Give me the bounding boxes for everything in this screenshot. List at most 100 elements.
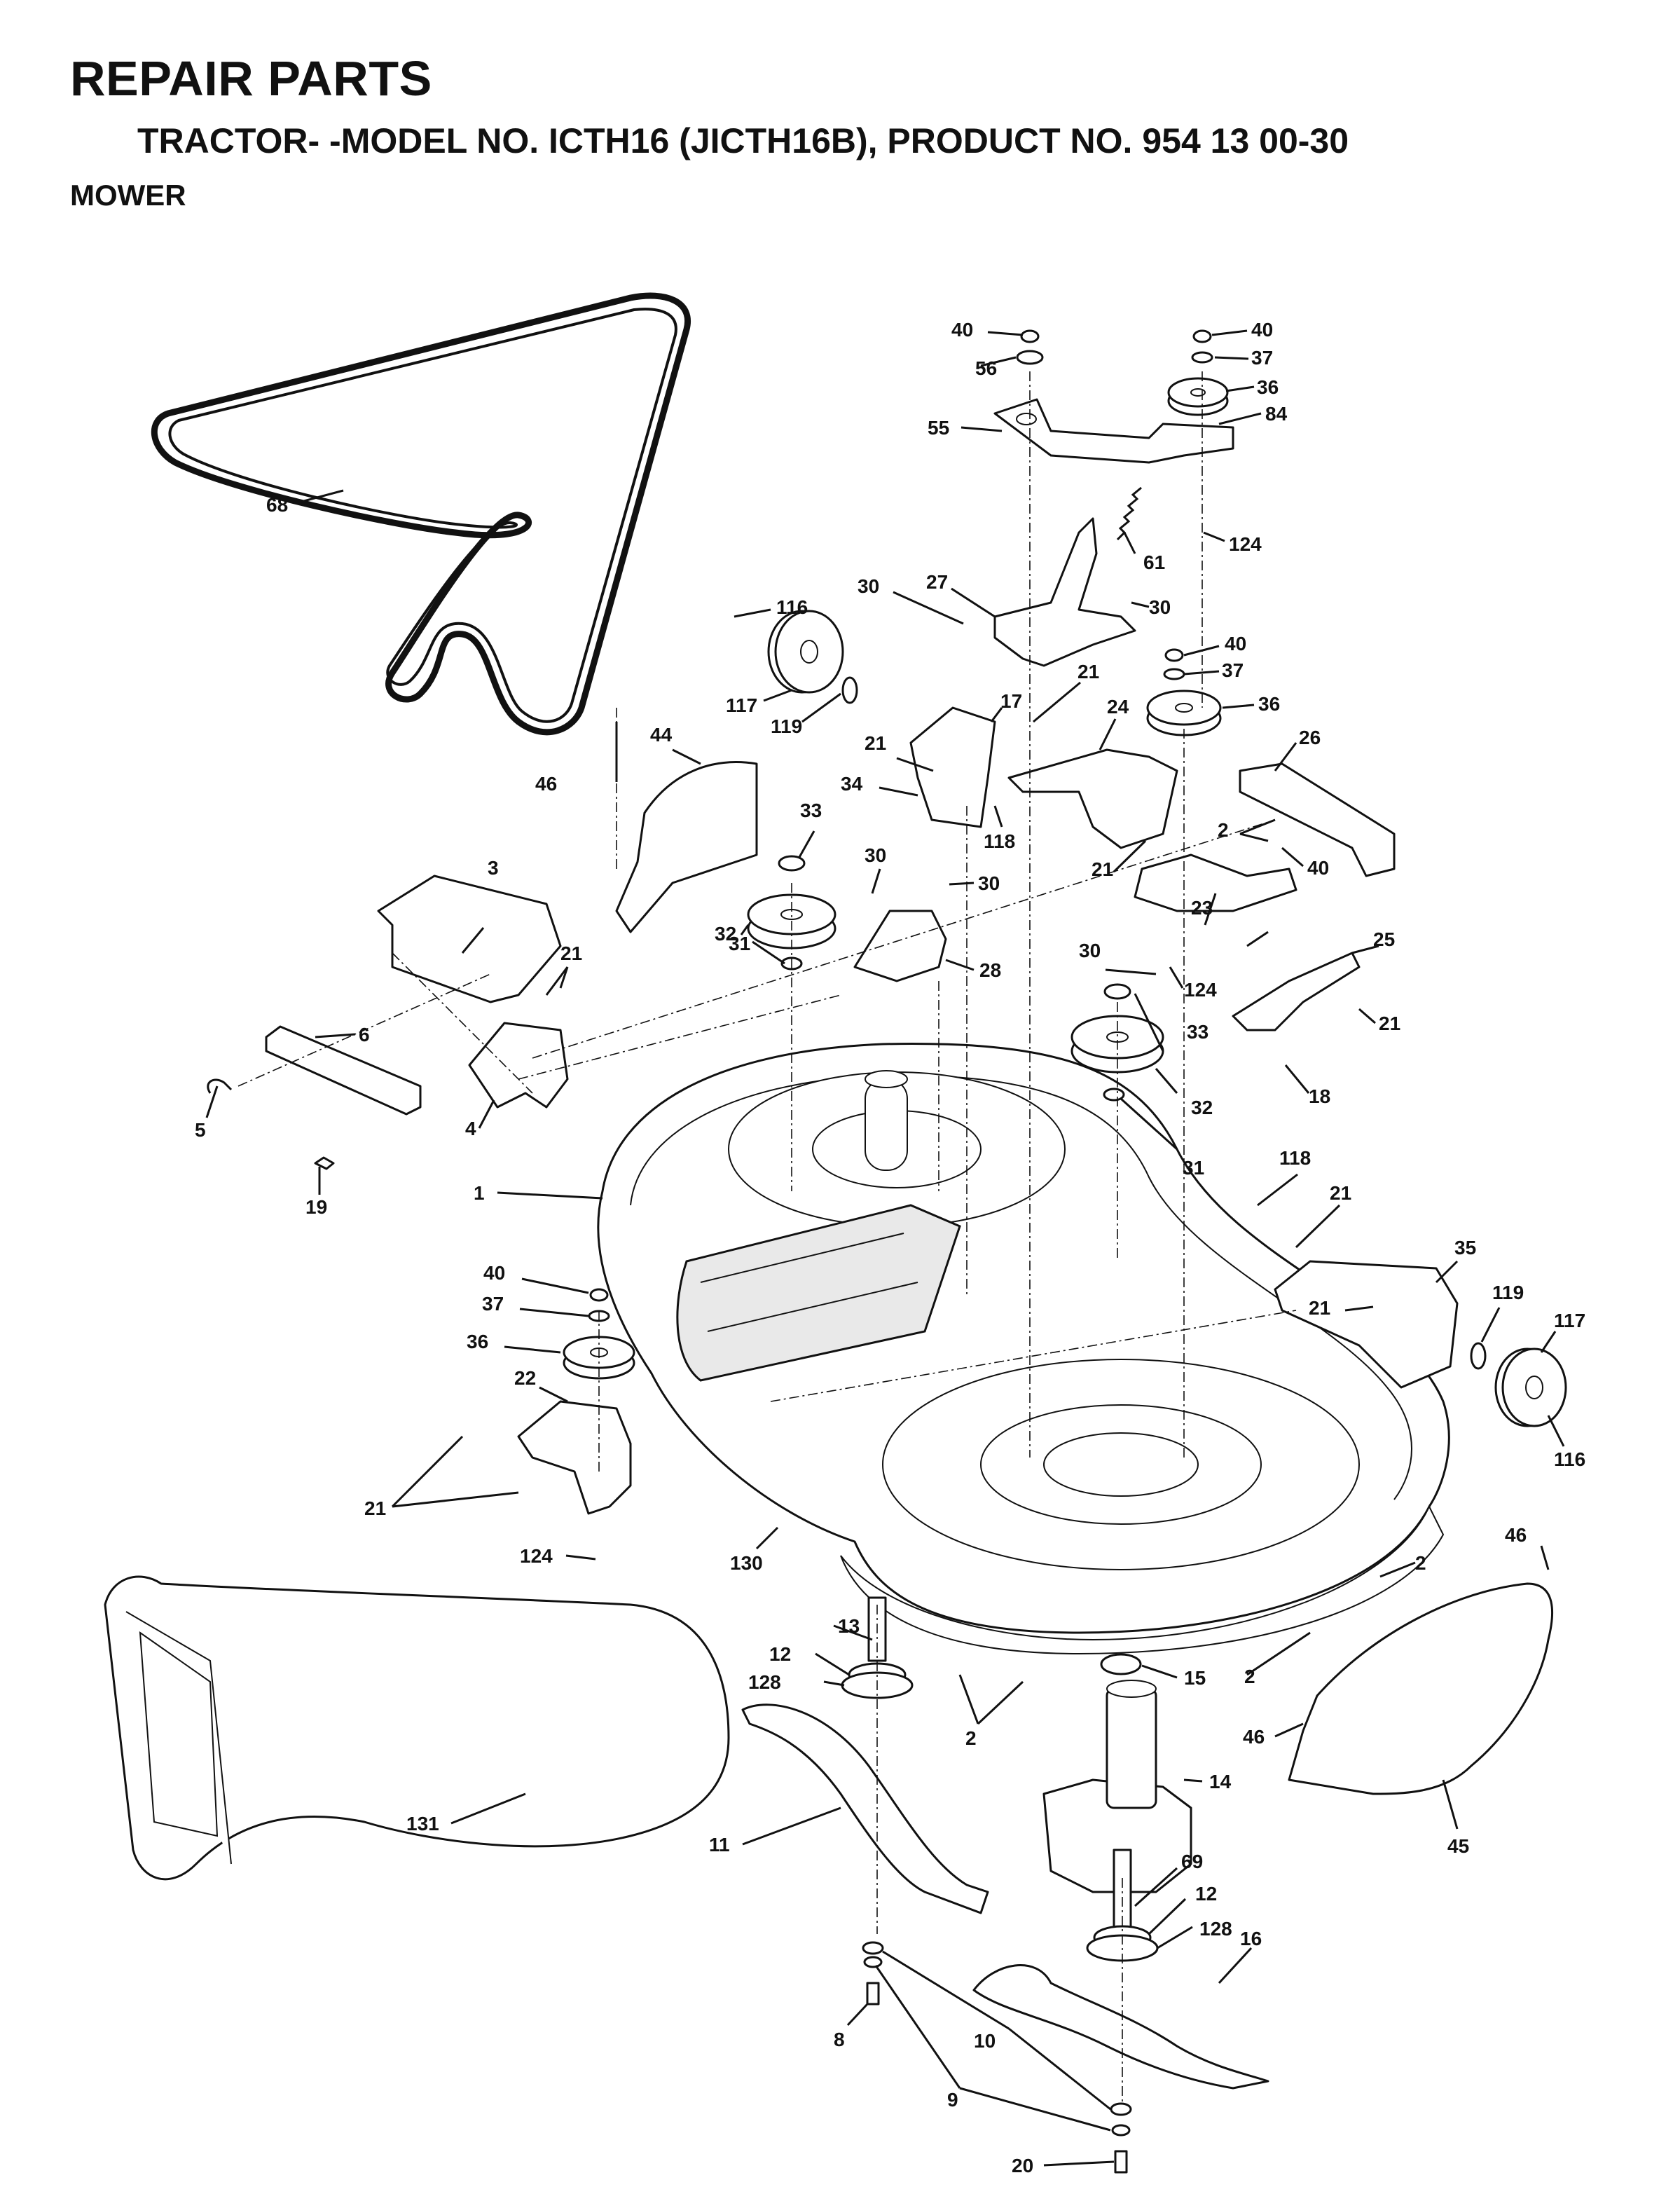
washer-119-upper	[841, 676, 858, 704]
callout-31: 31	[729, 933, 750, 954]
bearing-15	[1100, 1653, 1142, 1675]
callout-36: 36	[467, 1331, 488, 1352]
bracket-24	[1007, 748, 1178, 849]
callout-37: 37	[1251, 347, 1273, 369]
callout-21: 21	[560, 942, 582, 964]
callout-30: 30	[858, 575, 879, 597]
washer-9-right	[1111, 2124, 1131, 2137]
callout-2: 2	[1244, 1666, 1255, 1687]
callout-68: 68	[266, 494, 288, 516]
callout-84: 84	[1265, 403, 1288, 425]
callout-119: 119	[1492, 1282, 1524, 1303]
callout-35: 35	[1454, 1237, 1476, 1259]
pulley-36-mid	[1146, 690, 1222, 736]
mower-deck	[597, 1043, 1450, 1655]
callout-15: 15	[1184, 1667, 1206, 1689]
nut-40-top-left	[1020, 329, 1040, 343]
callout-40: 40	[1307, 857, 1329, 879]
spacer-31-right	[1103, 1088, 1125, 1102]
callout-27: 27	[926, 571, 948, 593]
plate-23	[1134, 853, 1297, 912]
callout-3: 3	[488, 857, 499, 879]
callout-124: 124	[1184, 979, 1217, 1001]
clip-5	[207, 1078, 233, 1094]
callout-10: 10	[974, 2030, 996, 2052]
callout-34: 34	[841, 773, 863, 795]
callout-46: 46	[535, 773, 557, 795]
washer-119-right	[1470, 1342, 1487, 1370]
rear-shield-45	[1288, 1582, 1554, 1795]
bracket-44	[615, 761, 758, 933]
discharge-chute-131	[104, 1575, 730, 1881]
nut-40-left	[589, 1288, 609, 1302]
callout-13: 13	[838, 1615, 860, 1637]
bracket-28	[853, 910, 947, 982]
callout-40: 40	[951, 319, 973, 341]
bolt-8	[866, 1982, 880, 2005]
callout-116: 116	[1554, 1448, 1585, 1470]
gauge-wheel-117-right	[1494, 1348, 1567, 1427]
callout-30: 30	[1149, 596, 1171, 618]
callout-37: 37	[482, 1293, 504, 1315]
callout-30: 30	[978, 872, 1000, 894]
callout-128: 128	[748, 1671, 781, 1693]
callout-45: 45	[1447, 1835, 1469, 1857]
callout-1: 1	[474, 1182, 485, 1204]
callout-12: 12	[769, 1643, 791, 1665]
callout-69: 69	[1181, 1851, 1203, 1872]
bracket-35	[1274, 1260, 1459, 1389]
callout-24: 24	[1107, 696, 1129, 718]
callout-31: 31	[1183, 1157, 1204, 1179]
nut-40-mid	[1164, 648, 1184, 662]
callout-128: 128	[1199, 1918, 1232, 1940]
callout-55: 55	[928, 417, 949, 439]
callout-25: 25	[1373, 928, 1395, 950]
callout-20: 20	[1012, 2155, 1033, 2176]
pulley-32-right	[1070, 1015, 1164, 1074]
callout-130: 130	[730, 1552, 763, 1574]
callout-11: 11	[709, 1834, 730, 1856]
callout-117: 117	[726, 694, 757, 716]
callout-9: 9	[947, 2089, 958, 2111]
callout-8: 8	[834, 2029, 845, 2050]
spring-61	[1116, 486, 1142, 541]
callout-118: 118	[1279, 1147, 1311, 1169]
pulley-36-top	[1167, 377, 1229, 416]
callout-26: 26	[1299, 727, 1321, 748]
callout-23: 23	[1191, 897, 1213, 919]
callout-40: 40	[483, 1262, 505, 1284]
callout-119: 119	[771, 715, 802, 737]
callout-117: 117	[1554, 1310, 1585, 1331]
page-title: REPAIR PARTS	[70, 51, 432, 106]
bolt-20	[1114, 2150, 1128, 2174]
drive-belt	[151, 292, 691, 736]
washer-37-mid	[1163, 668, 1185, 680]
callout-46: 46	[1505, 1524, 1527, 1546]
callout-21: 21	[364, 1497, 386, 1519]
callout-14: 14	[1209, 1771, 1232, 1792]
callout-56: 56	[975, 357, 997, 379]
callout-21: 21	[865, 732, 886, 754]
blade-16	[972, 1964, 1269, 2090]
bracket-3	[377, 875, 562, 1003]
model-line: TRACTOR- -MODEL NO. ICTH16 (JICTH16B), P…	[137, 121, 1349, 160]
section-title: MOWER	[70, 179, 186, 212]
callout-21: 21	[1309, 1297, 1330, 1319]
callout-37: 37	[1222, 659, 1244, 681]
callout-12: 12	[1195, 1883, 1217, 1905]
washer-10-left	[862, 1941, 884, 1955]
washer-37-top	[1191, 351, 1213, 364]
assembly-lines	[237, 371, 1297, 2102]
callout-21: 21	[1379, 1013, 1400, 1034]
bracket-25	[1232, 952, 1361, 1031]
idler-arm	[993, 398, 1234, 464]
bracket-4	[468, 1022, 569, 1109]
callout-21: 21	[1330, 1182, 1351, 1204]
nut-40-top-right	[1192, 329, 1212, 343]
bracket-26	[1239, 762, 1396, 877]
callout-19: 19	[305, 1196, 327, 1218]
callout-21: 21	[1077, 661, 1099, 683]
callout-18: 18	[1309, 1085, 1330, 1107]
callout-32: 32	[1191, 1097, 1213, 1118]
